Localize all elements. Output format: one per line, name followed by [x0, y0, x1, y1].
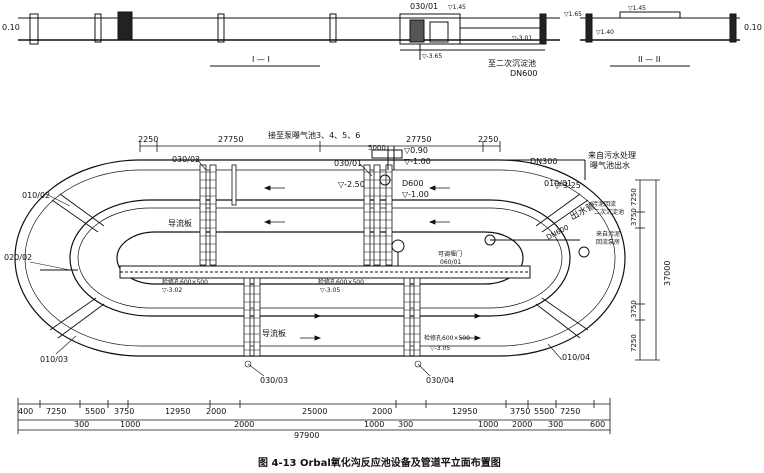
dim-bot-4: 3750 [114, 407, 134, 416]
dim-right-4: 7250 [630, 334, 638, 352]
orbal-oxidation-ditch [14, 159, 626, 357]
flow-arrows [263, 185, 482, 341]
valve-mid: 检修孔600×500 [318, 278, 364, 286]
note-right-1: 污泥回流 [592, 200, 616, 208]
dim-bot-3: 5500 [85, 407, 105, 416]
note-pump: 接至泵曝气池3、4、5、6 [268, 130, 360, 140]
note-source-2: 曝气池出水 [590, 160, 630, 170]
equip-010-04: 010/04 [562, 353, 590, 362]
label-outlet-note: 至二次沉淀池 [488, 58, 536, 68]
aerator-hatching [200, 171, 420, 351]
dim-bot-6: 2000 [206, 407, 226, 416]
valve-left: 检修孔600×500 [162, 278, 208, 286]
dim-top-4: 2250 [478, 135, 498, 144]
note-right-2: 二次沉淀池 [594, 208, 624, 216]
valve-right: 检修孔600×500 [424, 334, 470, 342]
dim-bot2-3: 2000 [234, 420, 254, 429]
note-right-4: 回流泵房 [596, 238, 620, 246]
level-m325: ▽-3.25 [554, 181, 581, 190]
end-guide-vanes [40, 193, 589, 339]
dim-bot2-1: 300 [74, 420, 89, 429]
label-elev-level-top: ▽1.45 [448, 4, 466, 11]
dim-bot2-2: 1000 [120, 420, 140, 429]
dim-bot-11: 5500 [534, 407, 554, 416]
center-pipe-fittings [379, 174, 590, 266]
dim-bot2-4: 1000 [364, 420, 384, 429]
note-source-1: 来自污水处理 [588, 150, 636, 160]
dim-bot-12: 7250 [560, 407, 580, 416]
guide-board-1: 导流板 [168, 218, 192, 228]
equip-030-01: 030/01 [334, 159, 362, 168]
note-right-3: 来自污泥 [596, 230, 620, 238]
dim-bot2-6: 1000 [478, 420, 498, 429]
dim-bot-8: 2000 [372, 407, 392, 416]
level-m250: ▽-2.50 [338, 180, 365, 189]
label-elev-level-bottom: ▽-3.65 [422, 53, 442, 60]
label-elev-right-level-a: ▽1.45 [628, 5, 646, 12]
equip-030-02: 030/02 [172, 155, 200, 164]
dim-top-1: 2250 [138, 135, 158, 144]
dim-bot-7: 25000 [302, 407, 327, 416]
label-elev-level-right: ▽-3.01 [512, 35, 532, 42]
section-1-1-elevation [18, 11, 560, 60]
level-090: ▽0.90 [404, 146, 428, 155]
bottom-dimension-lines [17, 398, 611, 434]
central-divider [119, 265, 531, 279]
level-m305: ▽-3.05 [320, 287, 340, 294]
top-dimension-line [139, 141, 501, 152]
label-section-2-2: II — II [638, 55, 661, 64]
aerator-rotors [199, 164, 421, 357]
label-elev-030-01: 030/01 [410, 2, 438, 11]
dim-inlet-5000: 5000 [368, 144, 386, 152]
dim-right-3: 3750 [630, 300, 638, 318]
level-m100-mid: ▽-1.00 [402, 190, 429, 199]
right-dimension-line [635, 179, 660, 361]
pipe-dn300: DN300 [530, 157, 557, 166]
label-elev-right-010: 0.10 [744, 23, 762, 32]
inlet-pipe [371, 146, 586, 180]
level-m100-top: ▽-1.00 [404, 157, 431, 166]
dim-bot-1: 400 [18, 407, 33, 416]
dim-bot-5: 12950 [165, 407, 190, 416]
dim-side-600: 600 [590, 420, 605, 429]
equip-010-01: 010/01 [544, 179, 572, 188]
level-m302: ▽-3.02 [162, 287, 182, 294]
dim-right-total: 37000 [663, 261, 672, 286]
equip-010-02: 010/02 [22, 191, 50, 200]
equip-030-04: 030/04 [426, 376, 454, 385]
equip-030-03: 030/03 [260, 376, 288, 385]
figure-caption: 图 4-13 Orbal氧化沟反应池设备及管道平立面布置图 [258, 456, 501, 469]
section-2-2-elevation [580, 11, 740, 43]
label-outlet-dn: DN600 [510, 69, 537, 78]
dim-bot-9: 12950 [452, 407, 477, 416]
dim-total-length: 97900 [294, 431, 319, 440]
dim-bot-2: 7250 [46, 407, 66, 416]
dim-bot-10: 3750 [510, 407, 530, 416]
dim-top-3: 27750 [406, 135, 431, 144]
label-elev-right-level-b: ▽1.65 [564, 11, 582, 18]
label-elev-left-010: 0.10 [2, 23, 20, 32]
dim-bot2-7: 2000 [512, 420, 532, 429]
pump-tag: 060/01 [440, 259, 461, 266]
guide-board-2: 导流板 [262, 328, 286, 338]
leader-lines [29, 157, 563, 377]
label-section-1-1: I — I [252, 55, 270, 64]
label-elev-right-level-c: ▽1.40 [596, 29, 614, 36]
level-m305b: ▽-3.05 [430, 345, 450, 352]
dim-right-1: 7250 [630, 188, 638, 206]
dim-bot2-8: 300 [548, 420, 563, 429]
dim-bot2-5: 300 [398, 420, 413, 429]
pipe-d600: D600 [402, 179, 423, 188]
dim-right-2: 3750 [630, 208, 638, 226]
pump-note: 可调堰门 [438, 250, 462, 258]
equip-010-03: 010/03 [40, 355, 68, 364]
dim-top-2: 27750 [218, 135, 243, 144]
equip-020-02: 020/02 [4, 253, 32, 262]
